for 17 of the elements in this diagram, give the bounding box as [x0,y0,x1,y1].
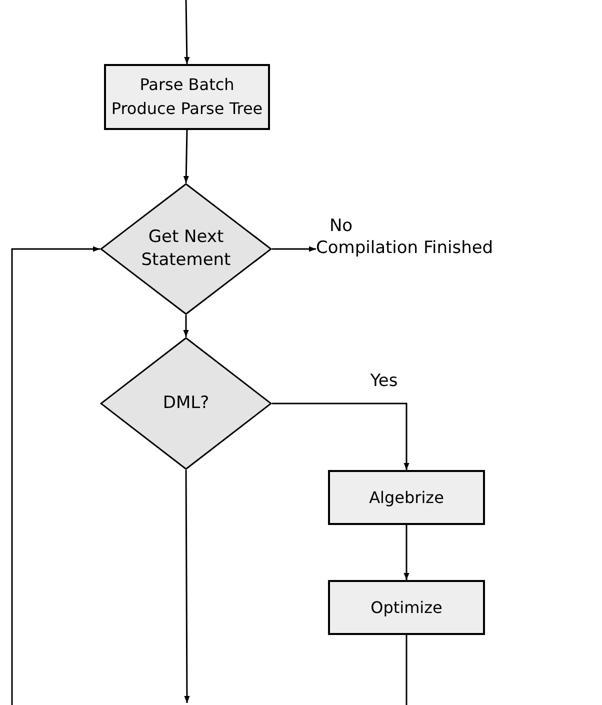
node-label: Get Next Statement [140,226,232,272]
process-box [328,580,485,635]
node-label: Optimize [370,596,442,618]
arrow [404,525,410,580]
node-label: Parse Batch Produce Parse Tree [110,74,264,120]
process-box [104,64,270,130]
arrow [11,246,100,705]
arrow [183,130,189,184]
end-label: Compilation Finished [316,237,494,260]
arrow [272,246,316,252]
arrow [184,0,190,64]
process-box [328,470,485,525]
arrow [184,470,190,703]
arrow [272,402,410,470]
arrow [183,315,189,337]
node-label: DML? [162,392,210,415]
node-label: Algebrize [369,486,444,508]
